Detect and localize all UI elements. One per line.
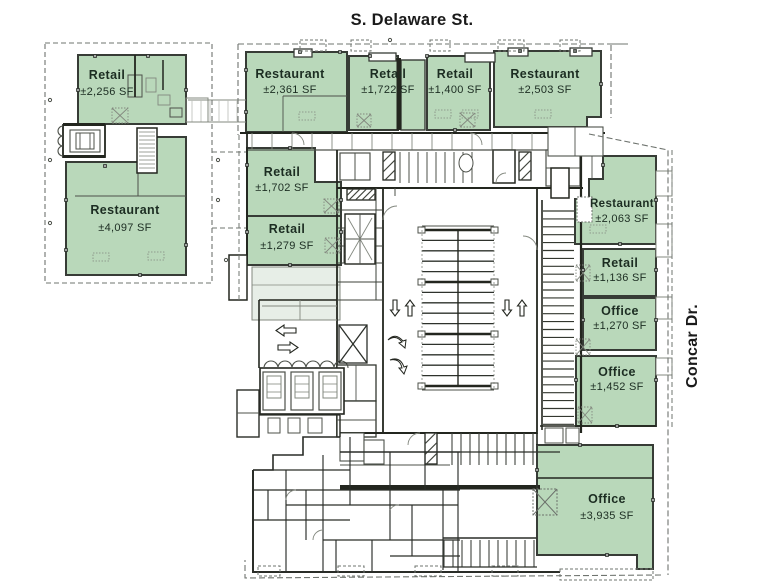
svg-text:Retail: Retail <box>437 67 473 81</box>
svg-text:Restaurant: Restaurant <box>510 67 580 81</box>
svg-text:Office: Office <box>601 304 639 318</box>
svg-text:±1,279 SF: ±1,279 SF <box>260 240 313 252</box>
svg-text:±1,270 SF: ±1,270 SF <box>593 320 646 332</box>
svg-text:Retail: Retail <box>264 165 300 179</box>
svg-text:±3,935 SF: ±3,935 SF <box>580 510 633 522</box>
svg-text:±1,136 SF: ±1,136 SF <box>593 272 646 284</box>
svg-text:±1,452 SF: ±1,452 SF <box>590 381 643 393</box>
svg-text:Retail: Retail <box>269 222 305 236</box>
svg-text:Office: Office <box>598 365 636 379</box>
svg-text:±1,702 SF: ±1,702 SF <box>255 182 308 194</box>
svg-text:S. Delaware St.: S. Delaware St. <box>351 11 474 29</box>
svg-text:Retail: Retail <box>370 67 406 81</box>
svg-text:Restaurant: Restaurant <box>255 67 325 81</box>
svg-text:±1,400 SF: ±1,400 SF <box>428 84 481 96</box>
svg-text:Office: Office <box>588 492 626 506</box>
svg-text:Concar Dr.: Concar Dr. <box>684 304 701 388</box>
svg-text:Restaurant: Restaurant <box>590 198 654 210</box>
svg-text:±2,361 SF: ±2,361 SF <box>263 84 316 96</box>
svg-text:±2,063 SF: ±2,063 SF <box>595 213 648 225</box>
svg-text:±2,256 SF: ±2,256 SF <box>80 86 133 98</box>
svg-text:Retail: Retail <box>602 256 638 270</box>
svg-text:±4,097 SF: ±4,097 SF <box>98 222 151 234</box>
svg-text:Retail: Retail <box>89 68 125 82</box>
svg-text:±2,503 SF: ±2,503 SF <box>518 84 571 96</box>
svg-text:±1,722 SF: ±1,722 SF <box>361 84 414 96</box>
svg-text:Restaurant: Restaurant <box>90 203 160 217</box>
